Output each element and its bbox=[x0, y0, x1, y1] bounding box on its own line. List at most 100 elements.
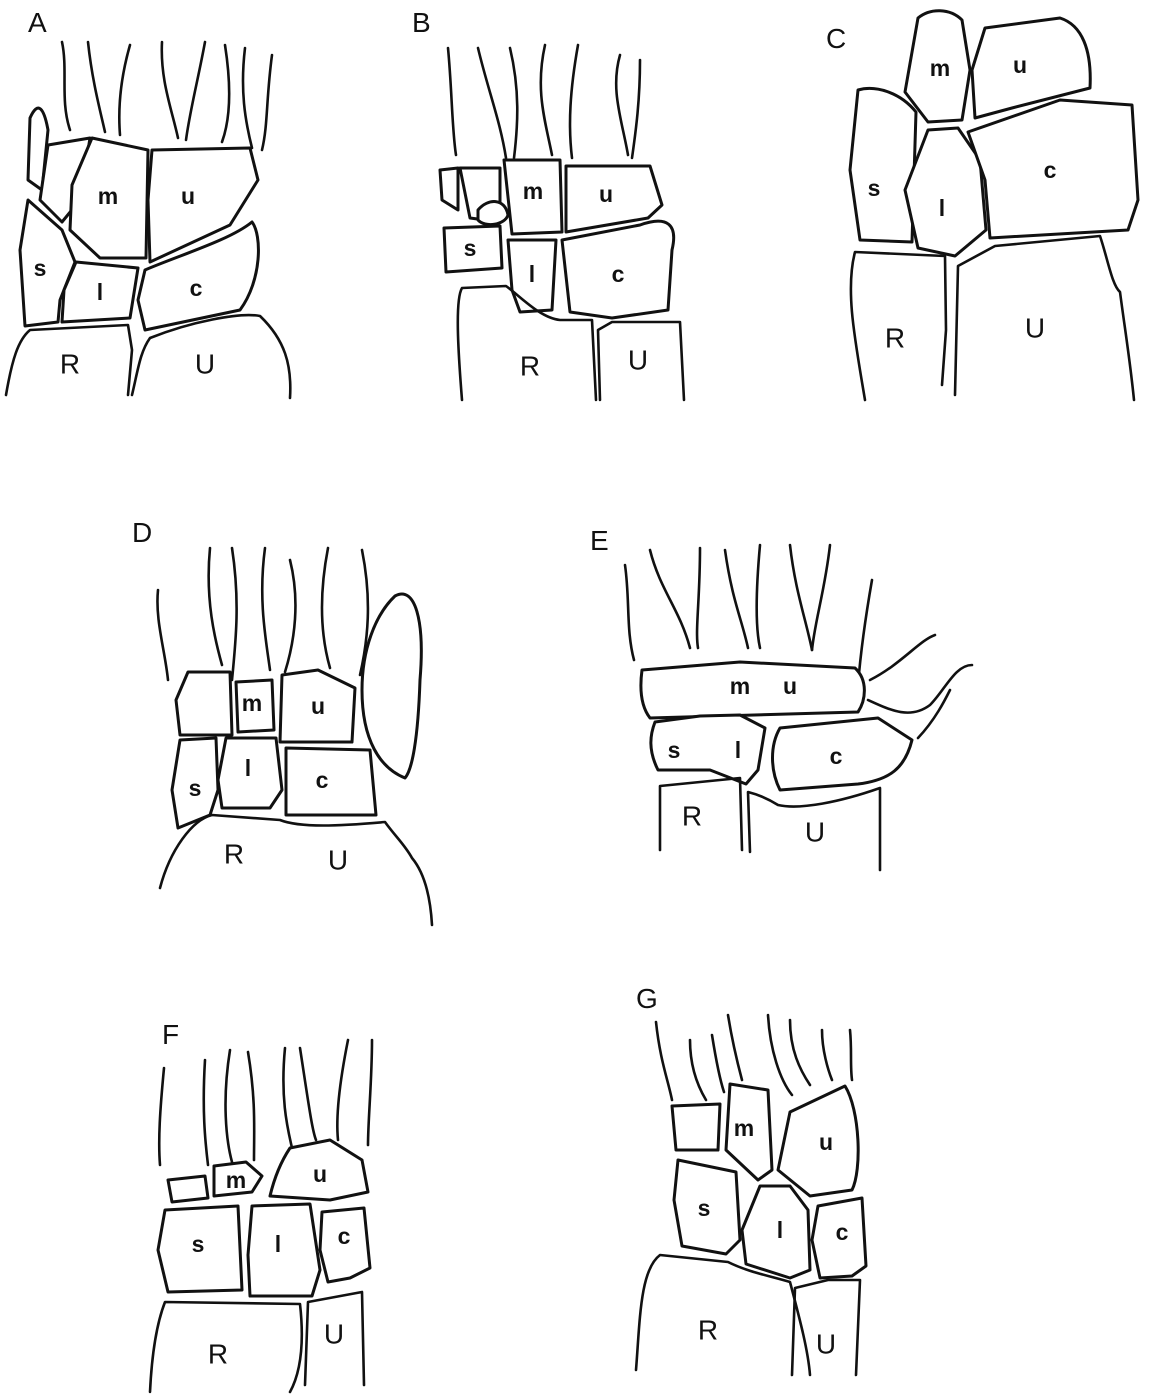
panel-g: G m u s l c R U bbox=[636, 983, 866, 1375]
label-ulna: U bbox=[324, 1318, 344, 1349]
metacarpal-line bbox=[88, 42, 105, 132]
label-c: c bbox=[1044, 157, 1057, 183]
label-m: m bbox=[523, 178, 543, 204]
label-ulna: U bbox=[195, 348, 215, 379]
triquetrum-bone-c bbox=[286, 748, 376, 815]
label-l: l bbox=[735, 737, 741, 763]
panel-a: A m u s l c R U bbox=[6, 7, 290, 398]
metacarpal-line bbox=[812, 545, 830, 650]
scaphoid-bone-s bbox=[850, 88, 916, 242]
panel-e: E m u s l c R U bbox=[590, 525, 972, 870]
metacarpal-line bbox=[728, 1015, 742, 1080]
metacarpal-line bbox=[209, 548, 222, 665]
metacarpal-line bbox=[768, 1015, 792, 1095]
panel-b: B m u s l c R U bbox=[412, 7, 684, 400]
label-m: m bbox=[734, 1115, 754, 1141]
metacarpal-line bbox=[725, 550, 748, 648]
label-u: u bbox=[311, 693, 325, 719]
panel-b-label: B bbox=[412, 7, 431, 38]
metacarpal-line bbox=[822, 1030, 832, 1080]
metacarpal-line bbox=[448, 48, 456, 155]
label-radius: R bbox=[885, 322, 905, 353]
label-m: m bbox=[242, 690, 262, 716]
label-u: u bbox=[313, 1161, 327, 1187]
label-ulna: U bbox=[1025, 312, 1045, 343]
label-c: c bbox=[836, 1219, 849, 1245]
label-m: m bbox=[730, 673, 750, 699]
lunate-bone-l bbox=[248, 1204, 320, 1296]
label-ulna: U bbox=[805, 816, 825, 847]
label-s: s bbox=[668, 737, 681, 763]
panel-g-label: G bbox=[636, 983, 658, 1014]
metacarpal-line bbox=[790, 545, 812, 650]
metacarpal-line bbox=[159, 1068, 164, 1165]
metacarpal-line bbox=[690, 1040, 706, 1100]
label-ulna: U bbox=[816, 1328, 836, 1359]
metacarpal-line bbox=[285, 560, 295, 672]
metacarpal-line bbox=[757, 545, 760, 648]
metacarpal-line bbox=[850, 1030, 852, 1080]
label-u: u bbox=[181, 183, 195, 209]
label-c: c bbox=[830, 743, 843, 769]
small-ossicle bbox=[478, 202, 508, 225]
trapezoid-bone bbox=[176, 672, 232, 735]
metacarpal-line bbox=[62, 42, 70, 130]
metacarpal-line bbox=[262, 55, 272, 150]
trapezoid-bone bbox=[168, 1176, 208, 1202]
metacarpal-line bbox=[650, 550, 690, 648]
label-ulna: U bbox=[328, 844, 348, 875]
metacarpal-line bbox=[243, 48, 252, 148]
metacarpal-line bbox=[283, 1048, 292, 1148]
metacarpal-line bbox=[625, 565, 634, 660]
label-u: u bbox=[1013, 52, 1027, 78]
panel-e-label: E bbox=[590, 525, 609, 556]
capitate-hamate-mu bbox=[641, 662, 864, 718]
label-s: s bbox=[868, 175, 881, 201]
label-m: m bbox=[98, 183, 118, 209]
metacarpal-line bbox=[712, 1035, 724, 1092]
label-l: l bbox=[939, 195, 945, 221]
metacarpal-line bbox=[337, 1040, 348, 1140]
metacarpal-line bbox=[262, 548, 270, 670]
label-c: c bbox=[338, 1223, 351, 1249]
panel-d-label: D bbox=[132, 517, 152, 548]
metacarpal-line bbox=[616, 55, 628, 155]
label-l: l bbox=[529, 261, 535, 287]
metacarpal-line bbox=[119, 45, 130, 135]
label-radius: R bbox=[682, 800, 702, 831]
label-m: m bbox=[226, 1167, 246, 1193]
metacarpal-line bbox=[232, 548, 237, 680]
label-u: u bbox=[599, 181, 613, 207]
metacarpal-line bbox=[226, 1050, 232, 1162]
metacarpal-line bbox=[204, 1060, 208, 1165]
metacarpal-line bbox=[162, 42, 178, 138]
metacarpal-line bbox=[222, 45, 229, 142]
panel-f: F m u s l c R U bbox=[150, 1019, 372, 1392]
metacarpal-line bbox=[248, 1052, 254, 1160]
metacarpal-line bbox=[322, 548, 330, 668]
trapezium-bone bbox=[440, 168, 458, 210]
metacarpal-line bbox=[478, 48, 506, 158]
panel-c: C m u s l c R U bbox=[826, 11, 1138, 400]
metacarpal-line bbox=[300, 1048, 316, 1140]
label-ulna: U bbox=[628, 344, 648, 375]
radius-outline bbox=[160, 815, 432, 925]
metacarpal-line bbox=[368, 1040, 372, 1145]
label-c: c bbox=[612, 261, 625, 287]
metacarpal-line bbox=[510, 48, 517, 158]
label-l: l bbox=[777, 1217, 783, 1243]
label-l: l bbox=[97, 279, 103, 305]
trapezoid-bone bbox=[672, 1104, 720, 1150]
label-u: u bbox=[819, 1129, 833, 1155]
label-radius: R bbox=[208, 1338, 228, 1369]
panel-d: D m u s l c R U bbox=[132, 517, 432, 925]
metacarpal-line bbox=[656, 1022, 672, 1100]
label-s: s bbox=[698, 1195, 711, 1221]
label-c: c bbox=[316, 767, 329, 793]
label-radius: R bbox=[698, 1314, 718, 1345]
metacarpal-line bbox=[570, 45, 578, 158]
label-radius: R bbox=[520, 350, 540, 381]
label-s: s bbox=[192, 1231, 205, 1257]
label-c: c bbox=[190, 275, 203, 301]
